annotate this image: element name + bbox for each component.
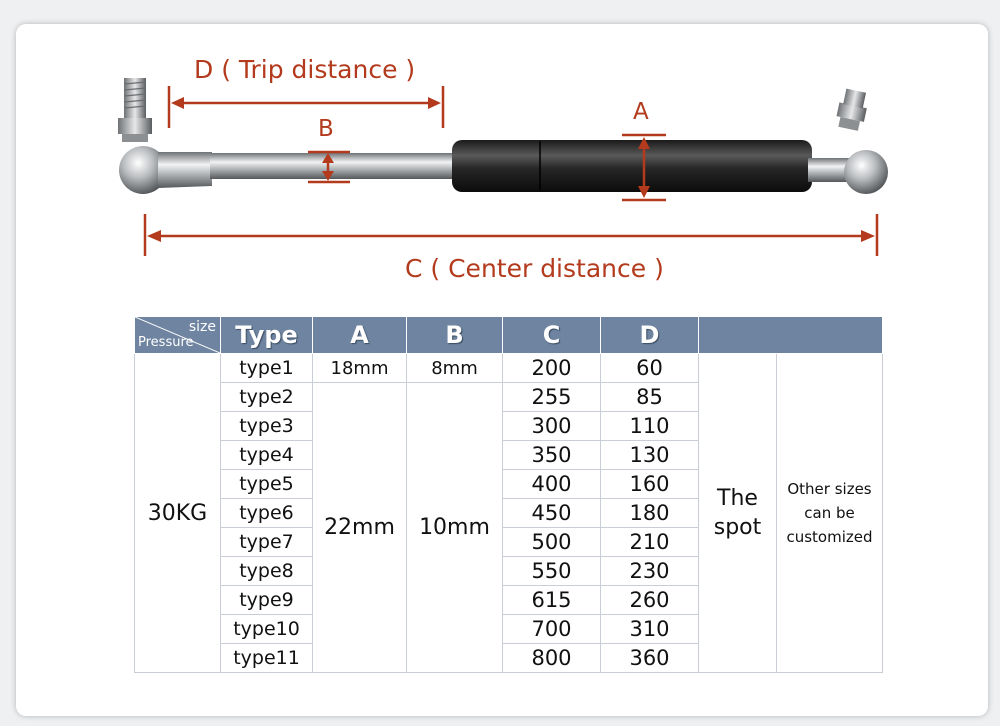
c-cell: 700: [502, 614, 601, 644]
pressure-cell: 30KG: [134, 353, 221, 673]
type-cell: type5: [220, 469, 313, 499]
spec-table: size Pressure Type A B C D 30KG type1 18…: [134, 316, 883, 673]
table-row: type2 22mm 10mm 255 85: [135, 382, 883, 673]
type-cell: type7: [220, 527, 313, 557]
cylinder-body: [452, 140, 812, 192]
table-row: type4 350 130: [135, 440, 883, 470]
left-thread-lines: [123, 81, 147, 109]
header-empty: [698, 316, 883, 354]
table-row: type10 700 310: [135, 614, 883, 644]
b-cell: 8mm: [406, 353, 503, 383]
d-cell: 210: [600, 527, 699, 557]
c-cell: 550: [502, 556, 601, 586]
trip-distance-label: D ( Trip distance ): [194, 55, 416, 84]
dimension-d: [167, 86, 445, 128]
d-cell: 85: [600, 382, 699, 412]
header-pressure-label: Pressure: [138, 335, 194, 350]
header-corner: size Pressure: [134, 316, 221, 354]
c-cell: 200: [502, 353, 601, 383]
type-cell: type11: [220, 643, 313, 673]
right-collar: [838, 116, 860, 131]
dimension-b: [308, 150, 350, 184]
right-stud-assembly: [836, 88, 867, 131]
a-cell: 22mm: [312, 382, 407, 673]
table-row: type7 500 210: [135, 527, 883, 557]
a-cell: 18mm: [312, 353, 407, 383]
d-cell: 110: [600, 411, 699, 441]
c-cell: 615: [502, 585, 601, 615]
cylinder: [452, 140, 812, 192]
c-cell: 500: [502, 527, 601, 557]
d-cell: 60: [600, 353, 699, 383]
header-d: D: [600, 316, 699, 354]
type-cell: type3: [220, 411, 313, 441]
table-row: type6 450 180: [135, 498, 883, 528]
dimension-c: [143, 214, 879, 256]
right-thread: [843, 88, 867, 109]
spot-cell: The spot: [698, 353, 777, 673]
cylinder-diameter-label: A: [633, 99, 649, 125]
corner-diagonal: [135, 317, 220, 353]
table-row: type8 550 230: [135, 556, 883, 586]
d-cell: 360: [600, 643, 699, 673]
table-row: type9 615 260: [135, 585, 883, 615]
type-cell: type2: [220, 382, 313, 412]
left-ball-stud: [118, 78, 212, 194]
c-cell: 450: [502, 498, 601, 528]
d-cell: 260: [600, 585, 699, 615]
header-a: A: [312, 316, 407, 354]
c-cell: 400: [502, 469, 601, 499]
header-b: B: [406, 316, 503, 354]
d-cell: 180: [600, 498, 699, 528]
c-cell: 350: [502, 440, 601, 470]
dimension-a: [622, 133, 666, 202]
d-cell: 160: [600, 469, 699, 499]
d-cell: 130: [600, 440, 699, 470]
d-cell: 310: [600, 614, 699, 644]
header-c: C: [502, 316, 601, 354]
c-cell: 255: [502, 382, 601, 412]
d-cell: 230: [600, 556, 699, 586]
rod-diameter-label: B: [318, 116, 334, 142]
type-cell: type8: [220, 556, 313, 586]
header-row: size Pressure Type A B C D: [134, 316, 883, 354]
right-ball-stud: [808, 88, 888, 194]
type-cell: type1: [220, 353, 313, 383]
type-cell: type4: [220, 440, 313, 470]
left-ball: [119, 146, 167, 194]
piston-rod: [210, 153, 458, 179]
custom-sizes-cell: Other sizes can be customized: [776, 353, 883, 673]
left-end-fitting: [158, 152, 212, 188]
left-nut: [118, 118, 152, 134]
type-cell: type10: [220, 614, 313, 644]
table-row: type11 800 360: [135, 643, 883, 673]
header-type: Type: [220, 316, 313, 354]
table-row: 30KG type1 18mm 8mm 200 60 The spot Othe…: [134, 353, 883, 673]
c-cell: 800: [502, 643, 601, 673]
type-cell: type9: [220, 585, 313, 615]
b-cell: 10mm: [406, 382, 503, 673]
c-cell: 300: [502, 411, 601, 441]
center-distance-label: C ( Center distance ): [405, 254, 664, 283]
gas-spring-diagram: [118, 78, 888, 256]
header-size-label: size: [188, 319, 216, 335]
left-collar: [122, 134, 148, 142]
right-ball: [844, 150, 888, 194]
type-cell: type6: [220, 498, 313, 528]
